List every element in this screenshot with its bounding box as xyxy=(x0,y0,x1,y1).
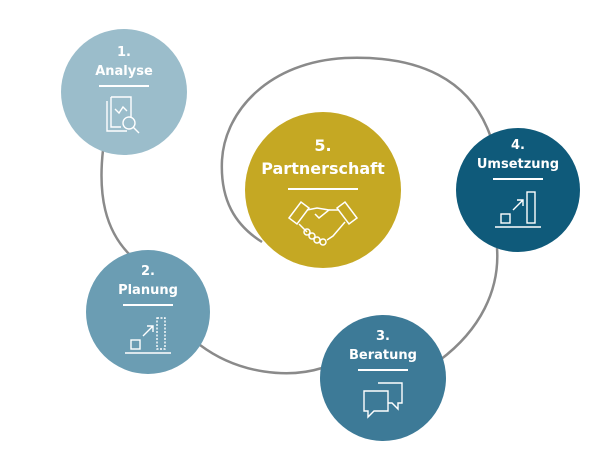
divider xyxy=(123,304,173,306)
divider xyxy=(493,178,543,180)
step-label: Umsetzung xyxy=(476,157,560,172)
divider xyxy=(358,369,408,371)
step-planung: 2. Planung xyxy=(86,250,210,374)
step-number: 4. xyxy=(511,138,525,153)
handshake-icon xyxy=(287,200,359,246)
step-label: Beratung xyxy=(349,348,417,363)
step-number: 3. xyxy=(376,329,390,344)
step-label: Analyse xyxy=(95,64,153,79)
step-beratung: 3. Beratung xyxy=(320,315,446,441)
divider xyxy=(288,188,358,190)
step-number: 5. xyxy=(314,136,332,155)
step-label: Partnerschaft xyxy=(261,159,385,178)
step-number: 2. xyxy=(141,264,155,279)
growth-plan-icon xyxy=(125,316,171,354)
growth-bar-icon xyxy=(495,190,541,228)
step-number: 1. xyxy=(117,45,131,60)
step-partnerschaft: 5. Partnerschaft xyxy=(245,112,401,268)
step-label: Planung xyxy=(118,283,178,298)
step-analyse: 1. Analyse xyxy=(61,29,187,155)
step-umsetzung: 4. Umsetzung xyxy=(456,128,580,252)
document-magnifier-icon xyxy=(106,95,140,133)
chat-bubbles-icon xyxy=(363,381,403,419)
divider xyxy=(99,85,149,87)
